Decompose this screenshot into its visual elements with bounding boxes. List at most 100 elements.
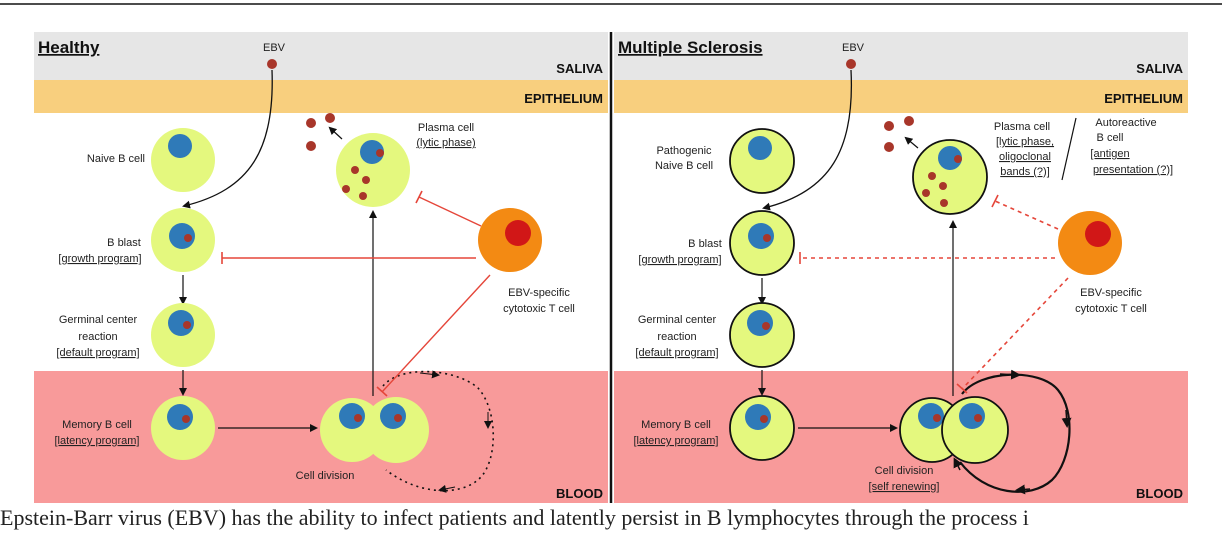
t-cell-nucleus-icon (505, 220, 531, 246)
epithelium-band (614, 80, 1188, 113)
ebv-virus-icon (267, 59, 277, 69)
nucleus-icon (167, 404, 193, 430)
germinal-program: [default program] (635, 347, 718, 359)
virus-icon (351, 166, 359, 174)
virus-icon (940, 199, 948, 207)
virus-icon (354, 414, 362, 422)
memory-program: [latency program] (55, 435, 140, 447)
ebv-virus-icon (325, 113, 335, 123)
epithelium-label: EPITHELIUM (524, 91, 603, 106)
figure-caption: Epstein-Barr virus (EBV) has the ability… (0, 505, 1029, 530)
tcell-label-1: EBV-specific (508, 287, 570, 299)
ebv-virus-icon (884, 142, 894, 152)
memory-label: Memory B cell (62, 419, 132, 431)
nucleus-icon (748, 223, 774, 249)
nucleus-icon (380, 403, 406, 429)
germinal-program: [default program] (56, 347, 139, 359)
nucleus-icon (918, 403, 944, 429)
virus-icon (954, 155, 962, 163)
self-renewal-cycle (999, 369, 1021, 380)
nucleus-icon (169, 223, 195, 249)
release-arrow (904, 136, 919, 149)
virus-icon (342, 185, 350, 193)
inhibition-bar (415, 190, 423, 204)
plasma-label: Plasma cell (418, 122, 474, 134)
inhibition-line (381, 274, 491, 393)
epithelium-label: EPITHELIUM (1104, 91, 1183, 106)
naive-b-cell-icon (729, 128, 795, 194)
release-arrow (328, 126, 343, 140)
virus-icon (762, 322, 770, 330)
plasma-program-2: oligoclonal (999, 151, 1051, 163)
memory-program: [latency program] (634, 435, 719, 447)
division-program: [self renewing] (869, 481, 940, 493)
dividing-cell-icon (363, 397, 429, 463)
autoreactive-label-1: Autoreactive (1095, 117, 1156, 129)
t-cell-nucleus-icon (1085, 221, 1111, 247)
division-cycle (382, 370, 495, 492)
saliva-band (614, 32, 1188, 80)
virus-icon (974, 414, 982, 422)
panel-title: Multiple Sclerosis (618, 38, 763, 57)
dividing-cell-icon (941, 396, 1009, 464)
nucleus-icon (745, 404, 771, 430)
plasma-cell-icon (336, 133, 410, 207)
nucleus-icon (748, 136, 772, 160)
self-renewal-cycle (1015, 484, 1031, 495)
naive-label-1: Pathogenic (656, 145, 712, 157)
blood-label: BLOOD (1136, 486, 1183, 501)
inhibition-bar (376, 386, 388, 397)
blast-label: B blast (688, 238, 722, 250)
virus-icon (376, 149, 384, 157)
plasma-cell-icon (912, 139, 988, 215)
division-cycle (438, 484, 456, 493)
plasma-program-1: [lytic phase, (996, 136, 1054, 148)
nucleus-icon (168, 310, 194, 336)
plasma-program: (lytic phase) (416, 137, 475, 149)
inhibition-line (961, 277, 1069, 390)
autoreactive-label-3: [antigen (1090, 148, 1129, 160)
virus-icon (933, 414, 941, 422)
memory-label: Memory B cell (641, 419, 711, 431)
division-label: Cell division (296, 470, 355, 482)
inhibition-bar (991, 194, 999, 208)
ebv-label: EBV (263, 42, 286, 54)
self-renewal-cycle (953, 457, 963, 471)
saliva-band (34, 32, 608, 80)
nucleus-icon (168, 134, 192, 158)
nucleus-icon (339, 403, 365, 429)
autoreactive-label-2: B cell (1097, 132, 1124, 144)
tcell-label-2: cytotoxic T cell (503, 303, 575, 315)
saliva-label: SALIVA (1136, 61, 1183, 76)
division-label: Cell division (875, 465, 934, 477)
separator-slash (1061, 117, 1077, 181)
naive-label-2: Naive B cell (655, 160, 713, 172)
division-cycle (419, 370, 440, 379)
virus-icon (184, 234, 192, 242)
autoreactive-label-4: presentation (?)] (1093, 164, 1173, 176)
tcell-label-2: cytotoxic T cell (1075, 303, 1147, 315)
virus-icon (928, 172, 936, 180)
infection-arrow (762, 69, 853, 211)
self-renewal-cycle (1061, 409, 1072, 428)
inhibition-bar (956, 383, 968, 394)
blood-label: BLOOD (556, 486, 603, 501)
inhibition-line (418, 196, 482, 227)
ebv-virus-icon (884, 121, 894, 131)
ebv-label: EBV (842, 42, 865, 54)
inhibition-line (994, 200, 1059, 230)
virus-icon (763, 234, 771, 242)
epithelium-band (34, 80, 608, 113)
nucleus-icon (938, 146, 962, 170)
germinal-label-2: reaction (657, 331, 696, 343)
virus-icon (362, 176, 370, 184)
naive-label: Naive B cell (87, 153, 145, 165)
panel-title: Healthy (38, 38, 100, 57)
ebv-virus-icon (846, 59, 856, 69)
ebv-virus-icon (306, 118, 316, 128)
healthy-panel: Healthy EBV SALIVA EPITHELIUM BLOOD Naiv… (34, 32, 608, 503)
plasma-label: Plasma cell (994, 121, 1050, 133)
virus-icon (922, 189, 930, 197)
virus-icon (183, 321, 191, 329)
blast-label: B blast (107, 237, 141, 249)
